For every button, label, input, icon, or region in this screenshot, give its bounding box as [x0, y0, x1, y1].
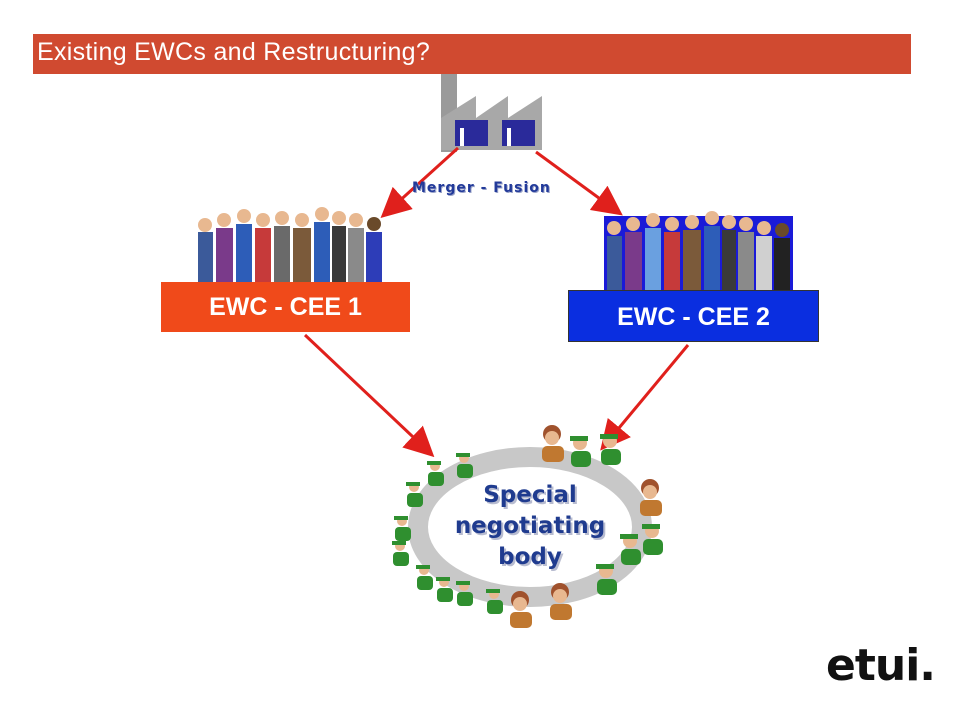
people-group-right-image: [604, 211, 793, 292]
slide-title: Existing EWCs and Restructuring?: [37, 38, 431, 66]
ewc-cee-1-box: EWC - CEE 1: [161, 282, 410, 332]
delegate-figures: [392, 425, 663, 628]
factory-icon: [441, 62, 542, 152]
title-bar: Existing EWCs and Restructuring?: [33, 34, 911, 74]
people-group-left-image: [198, 207, 382, 282]
ewc-cee-2-box: EWC - CEE 2: [568, 290, 819, 342]
merger-label: Merger - Fusion: [412, 180, 551, 196]
arrow-left-to-body: [303, 333, 435, 458]
etui-logo: etui.: [826, 640, 936, 691]
special-negotiating-body-label: Special negotiating body: [454, 482, 606, 570]
arrow-right-to-body: [600, 344, 690, 451]
arrow-factory-to-right: [535, 150, 623, 216]
arrow-factory-to-left: [380, 146, 460, 219]
